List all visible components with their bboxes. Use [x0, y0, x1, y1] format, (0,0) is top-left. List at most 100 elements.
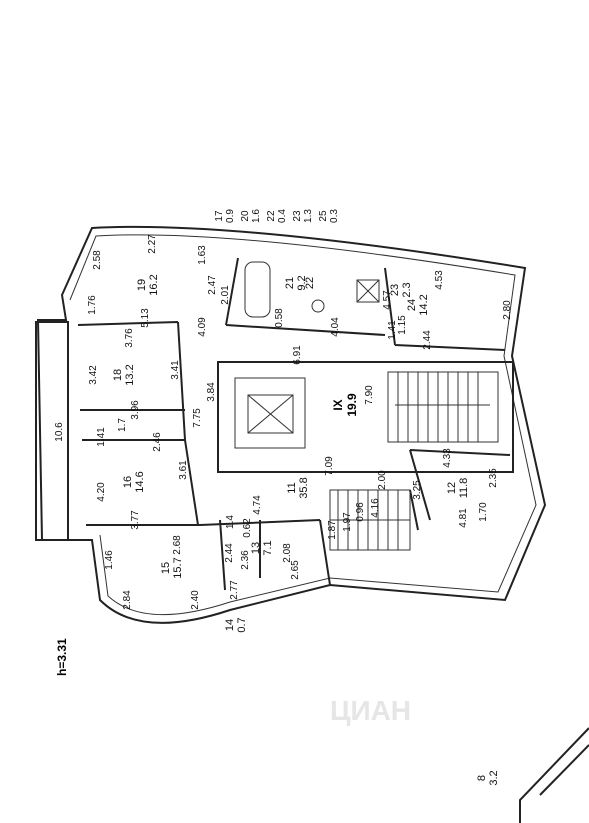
room-number: 11 [286, 482, 298, 493]
room-number: 24 [406, 299, 418, 311]
dimension: 4.74 [252, 495, 263, 515]
dimension: 0.58 [274, 308, 285, 328]
elevator-shaft [234, 377, 306, 449]
room-number: 8 [476, 775, 488, 781]
room-number: 14 [224, 619, 236, 631]
room-area: 9.2 [296, 275, 308, 290]
dimension: 4.20 [96, 482, 107, 502]
room-number: 22 [304, 277, 316, 289]
stair-area: 19.9 [345, 393, 359, 417]
small-room-area: 0.3 [329, 209, 340, 223]
small-room-area: 0.9 [225, 209, 236, 223]
small-room-area: 1.6 [251, 209, 262, 223]
dimension: 1.41 [387, 320, 398, 340]
elevator-cross-b [247, 394, 294, 434]
dimension: 4.04 [330, 317, 341, 337]
room-area: 35.8 [298, 477, 310, 498]
ceiling-height: h=3.31 [55, 638, 69, 676]
dimension: 2.77 [229, 580, 240, 600]
toilet [311, 299, 325, 313]
dimension: 7.75 [192, 408, 203, 428]
small-room-area: 0.4 [277, 209, 288, 223]
dimension: 2.58 [92, 250, 103, 270]
room-area: 15.7 [172, 557, 184, 578]
room-number: 21 [284, 277, 296, 289]
small-room-number: 25 [318, 210, 329, 222]
dimension: 1.87 [327, 520, 338, 540]
small-room-area: 1.3 [303, 209, 314, 223]
dimension: 1.15 [397, 315, 408, 335]
outer-wall [36, 225, 547, 624]
dimension: 5.13 [140, 308, 151, 328]
vent-shaft [356, 279, 380, 303]
dimension: 2.47 [207, 275, 218, 295]
dimension: 4.09 [197, 317, 208, 337]
dimension: 2.40 [190, 590, 201, 610]
dimension: 4.57 [382, 290, 393, 310]
adjacent-building [519, 727, 589, 823]
dimension: 1.4 [225, 515, 236, 529]
dimension: 2.35 [488, 468, 499, 488]
dimension: 1.70 [478, 502, 489, 522]
dimension: 0.62 [242, 518, 253, 538]
dimension: 2.00 [377, 470, 388, 490]
stair-label: IX [331, 399, 345, 410]
dimension: 3.25 [412, 480, 423, 500]
dimension: 2.08 [282, 543, 293, 563]
room-number: 19 [136, 279, 148, 291]
room-number: 18 [112, 369, 124, 381]
room-area: 2.3 [401, 282, 413, 297]
balcony [35, 321, 69, 541]
dimension: 1.7 [117, 418, 128, 432]
dimension: 7.90 [364, 385, 375, 405]
dimension: 2.36 [240, 550, 251, 570]
dimension: 2.44 [224, 543, 235, 563]
room-area: 14.2 [418, 294, 430, 315]
watermark: ЦИАН [330, 695, 411, 726]
dimension: 1.97 [342, 512, 353, 532]
dimension: 2.46 [152, 432, 163, 452]
room-area: 13.2 [124, 364, 136, 385]
dimension: 1.76 [87, 295, 98, 315]
stairwell [387, 371, 499, 443]
dimension: 0.96 [355, 502, 366, 522]
small-room-number: 20 [240, 210, 251, 222]
stair-treads [395, 372, 490, 442]
room-area: 3.2 [488, 770, 500, 785]
dimension: 2.80 [502, 300, 513, 320]
room-number: 13 [250, 542, 262, 554]
room-area: 7.1 [262, 540, 274, 555]
dimension: 7.09 [324, 456, 335, 476]
dimension: 1.63 [197, 245, 208, 265]
dimension: 3.61 [178, 460, 189, 480]
elevator-car [247, 394, 294, 434]
dimension: 2.65 [290, 560, 301, 580]
dimension: 10.6 [54, 422, 65, 442]
dimension: 4.81 [458, 508, 469, 528]
room-area: 0.7 [236, 617, 248, 632]
lower-stair [329, 489, 411, 551]
dimension: 2.68 [172, 535, 183, 555]
dimension: 4.16 [370, 498, 381, 518]
dimension: 4.53 [434, 270, 445, 290]
room-area: 14.6 [134, 471, 146, 492]
dimension: 2.27 [147, 234, 158, 254]
dimension: 2.44 [422, 330, 433, 350]
partition-walls [77, 257, 511, 591]
small-room-number: 22 [266, 210, 277, 222]
dimension: 3.41 [170, 360, 181, 380]
room-number: 23 [389, 284, 401, 296]
room-area: 16.2 [148, 274, 160, 295]
dimension: 3.76 [124, 328, 135, 348]
dimension: 2.01 [220, 285, 231, 305]
dimension: 4.33 [442, 448, 453, 468]
small-room-number: 23 [292, 210, 303, 222]
inner-wall [69, 234, 537, 616]
dimension: 3.96 [130, 400, 141, 420]
dimension: 3.42 [88, 365, 99, 385]
small-room-number: 17 [214, 210, 225, 222]
room-area: 11.8 [458, 478, 470, 499]
stair-core [217, 361, 514, 473]
dimension: 3.84 [206, 382, 217, 402]
